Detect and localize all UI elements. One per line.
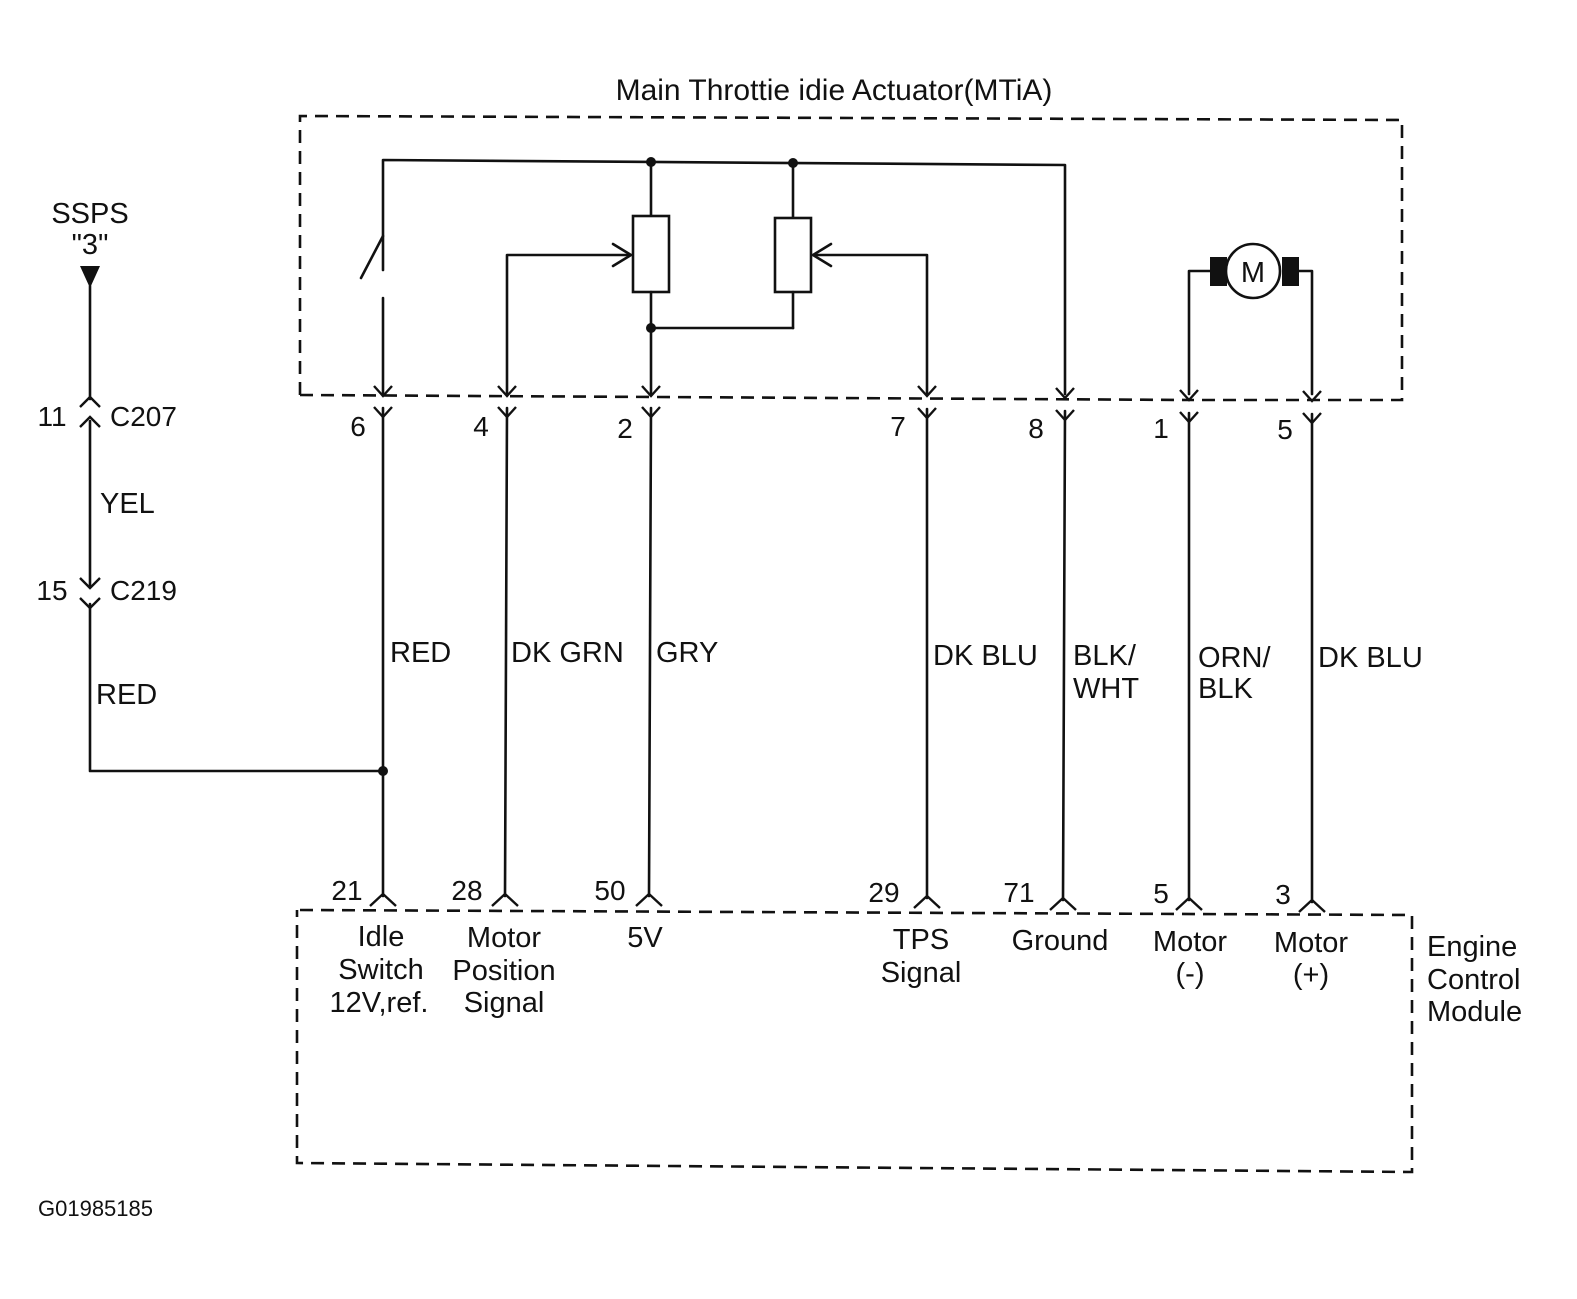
pot2-resistor [773,216,813,294]
actuator-title: Main Throttie idie Actuator(MTiA) [616,74,1053,107]
ecm-terminal-label: Signal [881,957,962,989]
ecm-terminal-label: Signal [464,987,545,1019]
ecm-terminal-label: TPS [893,924,949,956]
wire-color-label: DK BLU [933,640,1038,672]
supply-source-number: "3" [72,229,109,261]
idle-switch-contact [359,234,385,280]
supply-arrow-icon [80,266,100,288]
pot1-wiper-arrowhead [611,242,633,268]
actuator-pin-1: 1 [1153,413,1169,444]
junction-dot [646,157,656,167]
actuator-boundary-bottom [299,393,1192,402]
ecm-terminal-label: 5V [627,922,663,954]
connector-c207 [79,395,101,428]
supply-source-name: SSPS [51,198,128,230]
ecm-pin-28: 28 [451,875,482,906]
ecm-terminal-label: Ground [1012,925,1109,957]
motor-label: M [1241,257,1265,289]
wire-color-label: BLK [1198,673,1253,705]
ecm-terminal-label: Switch [338,954,423,986]
motor-symbol [1224,242,1282,300]
actuator-pin-5: 5 [1277,414,1293,445]
ecm-terminal-label: (-) [1176,958,1205,990]
motor-brush-right [1282,257,1299,286]
ecm-pin-50: 50 [594,875,625,906]
wire-gry [647,406,653,898]
c219-name: C219 [110,575,177,606]
wire-color-label: WHT [1073,673,1139,705]
actuator-pin-6: 6 [350,411,366,442]
ecm-boundary [295,908,1414,1174]
pot2-wiper [813,253,929,396]
supply-wire-red [88,602,385,773]
c207-pin: 11 [37,401,66,432]
wire-color-label: DK GRN [511,637,624,669]
internal-top-bus [381,158,1067,396]
motor-pos-lead [1288,269,1314,396]
ecm-terminal-label: Motor [1274,927,1348,959]
wire-blk-wht [1061,409,1067,902]
junction-dot [646,323,656,333]
figure-id: G01985185 [38,1196,153,1221]
wire-color-label: ORN/ [1198,642,1271,674]
actuator-connector [373,385,1322,425]
pot2-wiper-arrowhead [811,242,833,268]
c219-pin: 15 [36,575,67,606]
ecm-title: Engine [1427,931,1517,963]
ecm-terminal-label: (+) [1293,959,1329,991]
junction-dot [378,766,388,776]
ecm-terminal-label: Position [452,955,555,987]
actuator-pin-2: 2 [617,413,633,444]
ecm-connector [369,892,1326,913]
junction-dot [788,158,798,168]
ecm-terminal-label: Motor [467,922,541,954]
ecm-pin-3: 3 [1275,879,1291,910]
actuator-pin-7: 7 [890,411,906,442]
wire-color-label: RED [390,637,451,669]
ecm-terminal-label: 12V,ref. [330,987,429,1019]
pot1-wiper [505,253,631,396]
actuator-pin-4: 4 [473,411,489,442]
wire-color-label: YEL [100,488,155,520]
wire-color-label: BLK/ [1073,640,1137,672]
ecm-title: Module [1427,996,1522,1028]
pot1-resistor [631,214,671,294]
ecm-pin-21: 21 [331,875,362,906]
motor-neg-lead [1187,269,1216,396]
motor-brush-left [1210,257,1227,286]
c207-name: C207 [110,401,177,432]
ecm-terminal-label: Motor [1153,926,1227,958]
ecm-terminal-label: Idle [358,921,405,953]
wire-color-label: GRY [656,637,718,669]
wire-dk-grn [503,406,509,898]
wire-color-label: RED [96,679,157,711]
ecm-pin-71: 71 [1003,877,1034,908]
ecm-pin-29: 29 [868,877,899,908]
ecm-title: Control [1427,964,1521,996]
wire-color-label: DK BLU [1318,642,1423,674]
ecm-pin-5: 5 [1153,878,1169,909]
actuator-boundary [298,114,1404,402]
actuator-pin-8: 8 [1028,413,1044,444]
